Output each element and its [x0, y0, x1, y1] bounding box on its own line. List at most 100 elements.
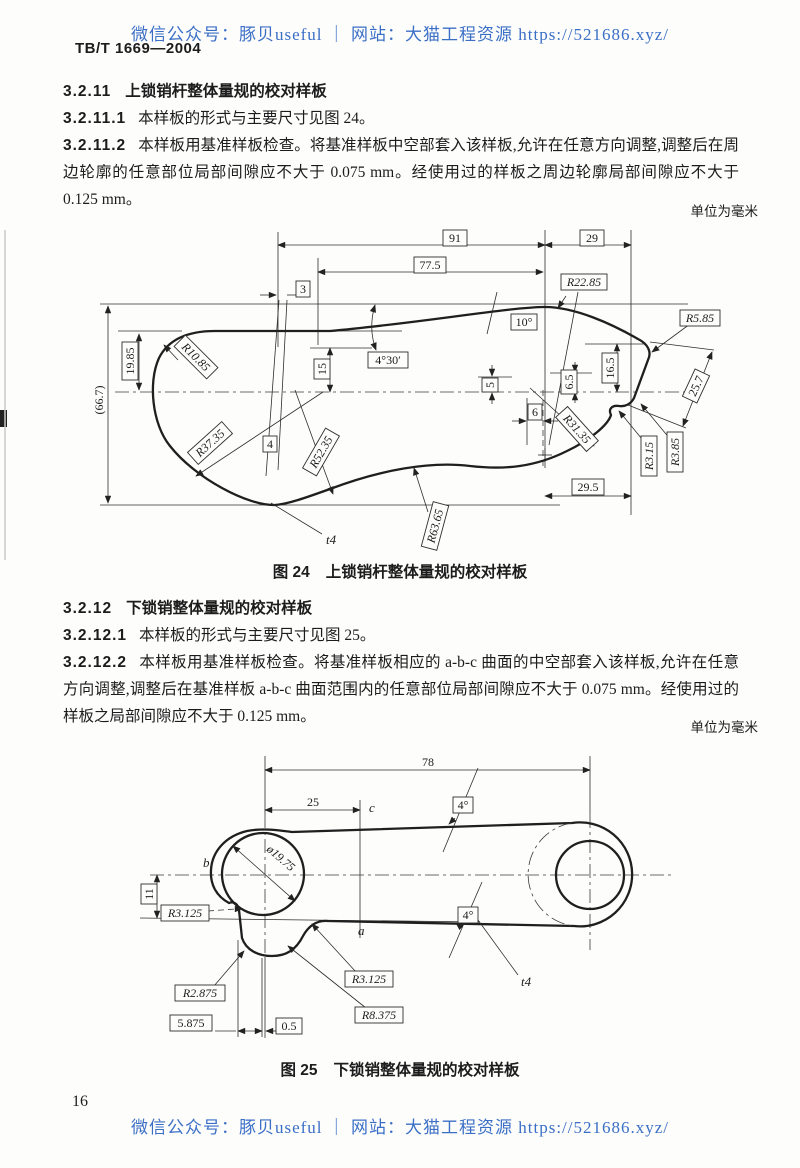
fig24-dim-r3-85: R3.85 [666, 431, 684, 473]
watermark-bottom: 微信公众号：豚贝useful ｜ 网站：大猫工程资源 https://52168… [130, 1118, 670, 1137]
fig25-pin-hole-circle [220, 831, 306, 917]
fig24-dim-r22-85: R22.85 [560, 273, 608, 291]
svg-text:R22.85: R22.85 [566, 275, 601, 289]
fig24-dim-r5-85: R5.85 [679, 309, 721, 327]
heading-3-2-12-number: 3.2.12 [63, 600, 113, 617]
svg-text:(66.7): (66.7) [92, 386, 106, 415]
svg-text:R3.85: R3.85 [668, 438, 682, 467]
svg-text:5.875: 5.875 [178, 1016, 205, 1030]
svg-text:6: 6 [532, 405, 538, 419]
svg-text:91: 91 [449, 231, 461, 245]
svg-text:R3.125: R3.125 [167, 906, 202, 920]
clause-3-2-12-2-text: 本样板用基准样板检查。将基准样板相应的 a-b-c 曲面的中空部套入该样板,允许… [63, 654, 739, 725]
fig24-caption-label: 图 24 [272, 564, 310, 581]
fig25-dim-11: 11 [140, 883, 158, 905]
clause-3-2-11-1-number: 3.2.11.1 [63, 110, 127, 127]
svg-text:R3.15: R3.15 [642, 442, 656, 471]
fig24-dim-r37-35: R37.35 [186, 421, 234, 465]
svg-text:4°: 4° [458, 798, 469, 812]
heading-3-2-11-title: 上锁销杆整体量规的校对样板 [125, 83, 327, 100]
fig25-label-t4: t4 [521, 974, 532, 989]
fig24-dim-r10-85: R10.85 [173, 334, 219, 380]
fig25-label-a: a [358, 923, 365, 938]
fig24-part-outline [151, 305, 651, 507]
svg-text:R8.375: R8.375 [361, 1008, 396, 1022]
figure-24-drawing: 91 29 77.5 3 R22.85 10° 4°30′ R5.85 19.8… [92, 229, 721, 551]
fig24-dim-r3-15: R3.15 [640, 435, 658, 477]
fig25-dimension-lines [153, 766, 591, 1035]
svg-text:R52.35: R52.35 [306, 434, 336, 472]
watermark-top: 微信公众号：豚贝useful ｜ 网站：大猫工程资源 https://52168… [130, 25, 670, 44]
heading-3-2-12-title: 下锁销整体量规的校对样板 [126, 600, 313, 617]
fig24-dim-6-5: 6.5 [560, 369, 578, 395]
fig25-dim-4deg-bottom: 4° [457, 906, 479, 924]
fig24-dim-77-5: 77.5 [413, 256, 447, 274]
fig24-dim-66-7: (66.7) [92, 386, 106, 415]
clause-3-2-12-1: 3.2.12.1 本样板的形式与主要尺寸见图 25。 [63, 622, 739, 649]
svg-text:0.5: 0.5 [282, 1019, 297, 1033]
fig24-dim-10deg: 10° [510, 313, 538, 331]
fig24-caption: 图 24 上锁销杆整体量规的校对样板 [0, 560, 800, 582]
clause-3-2-11-2-number: 3.2.11.2 [63, 137, 127, 154]
clause-3-2-12-2-number: 3.2.12.2 [63, 654, 128, 671]
clause-3-2-11-1-text: 本样板的形式与主要尺寸见图 24。 [138, 110, 375, 127]
fig25-caption-title: 下锁销整体量规的校对样板 [333, 1062, 520, 1079]
clause-3-2-11-1: 3.2.11.1 本样板的形式与主要尺寸见图 24。 [63, 105, 739, 132]
fig24-unit-note: 单位为毫米 [690, 204, 759, 219]
svg-text:R3.125: R3.125 [351, 972, 386, 986]
fig24-label-t4: t4 [326, 532, 337, 547]
svg-text:R2.875: R2.875 [182, 986, 217, 1000]
fig25-part-outline [209, 821, 634, 958]
fig25-caption-label: 图 25 [280, 1062, 318, 1079]
svg-text:15: 15 [315, 363, 329, 375]
fig24-dim-4deg30: 4°30′ [367, 351, 409, 369]
doc-number: TB/T 1669—2004 [75, 40, 202, 57]
fig24-caption-title: 上锁销杆整体量规的校对样板 [325, 564, 528, 581]
fig24-dim-91: 91 [442, 229, 468, 247]
clause-3-2-12-1-number: 3.2.12.1 [63, 627, 128, 644]
clause-3-2-12-1-text: 本样板的形式与主要尺寸见图 25。 [139, 627, 376, 644]
fig24-dim-5: 5 [481, 377, 499, 393]
fig24-dim-29-5: 29.5 [571, 478, 605, 496]
fig25-caption: 图 25 下锁销整体量规的校对样板 [0, 1058, 800, 1080]
fig24-dim-19-85: 19.85 [121, 341, 139, 381]
svg-text:3: 3 [300, 282, 306, 296]
fig24-dim-3: 3 [295, 280, 311, 298]
fig24-dimension-lines [104, 241, 713, 535]
fig25-eye-phantom-arc [527, 822, 575, 927]
svg-text:10°: 10° [516, 315, 533, 329]
fig25-eye-inner-circle [554, 839, 626, 911]
svg-text:6.5: 6.5 [562, 375, 576, 390]
fig25-dim-4deg-top: 4° [452, 796, 474, 814]
fig25-dim-r2-875: R2.875 [174, 984, 226, 1002]
svg-text:5: 5 [483, 382, 497, 388]
fig24-dim-25-7: 25.7 [681, 368, 711, 404]
figure-25-drawing: 78 25 c b a t4 4° 4° ø19.75 11 R3.125 R3… [139, 755, 675, 1038]
svg-text:R5.85: R5.85 [685, 311, 714, 325]
svg-text:R10.85: R10.85 [178, 339, 213, 374]
fig25-dim-0-5: 0.5 [275, 1017, 303, 1035]
fig24-extension-lines [100, 230, 715, 515]
fig24-dim-6: 6 [527, 403, 543, 421]
fig24-dim-4: 4 [262, 435, 278, 453]
fig24-dim-29: 29 [579, 229, 605, 247]
fig24-dim-15: 15 [313, 358, 331, 380]
fig25-dim-r8-375: R8.375 [354, 1006, 404, 1024]
fig25-label-c: c [369, 800, 375, 815]
svg-text:16.5: 16.5 [603, 358, 617, 379]
fig24-dim-r63-65: R63.65 [420, 501, 450, 551]
fig25-dim-78: 78 [422, 755, 434, 769]
svg-text:29: 29 [586, 231, 598, 245]
svg-text:4°: 4° [463, 908, 474, 922]
scan-artifact [0, 230, 7, 560]
svg-text:19.85: 19.85 [123, 348, 137, 375]
svg-text:4°30′: 4°30′ [375, 353, 401, 367]
fig25-dim-r3-125-right: R3.125 [344, 970, 394, 988]
svg-text:4: 4 [267, 437, 273, 451]
fig25-dim-25: 25 [307, 795, 319, 809]
fig24-dim-16-5: 16.5 [601, 352, 619, 384]
